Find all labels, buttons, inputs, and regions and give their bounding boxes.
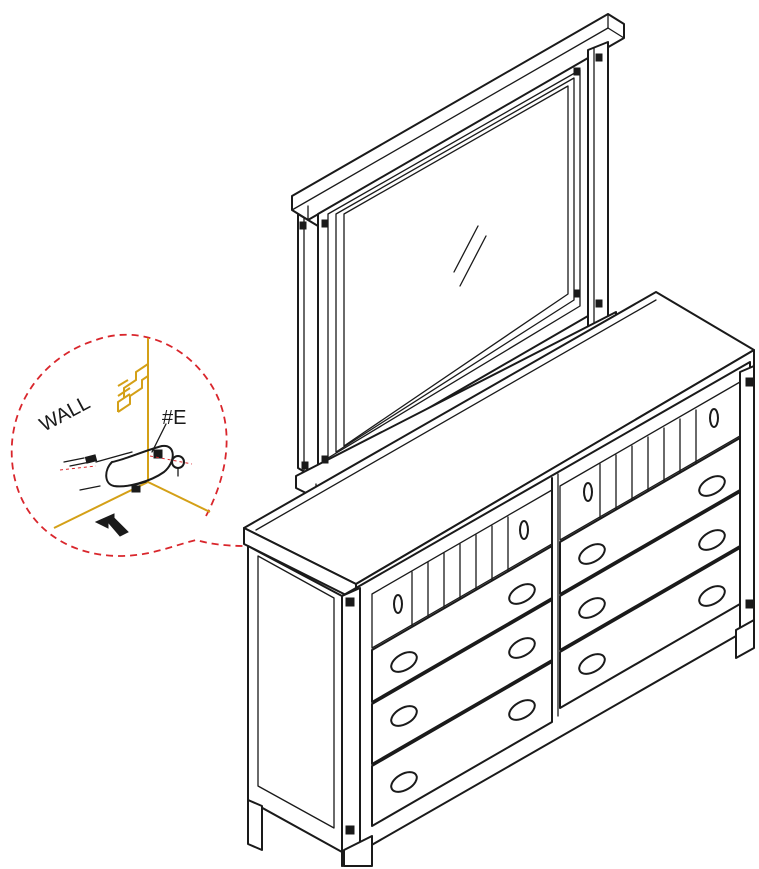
mirror-bolt [595, 53, 603, 62]
drawer-pull [390, 408, 726, 793]
mirror-bolt [321, 219, 329, 228]
screw-e [153, 449, 163, 459]
dresser-leg [735, 619, 755, 659]
push-direction-arrow-icon [94, 513, 129, 537]
wall-anchor-callout: WALL #E [10, 333, 247, 557]
drawer[interactable] [559, 491, 741, 651]
mirror-bolt [321, 455, 329, 464]
drawer[interactable] [371, 545, 553, 703]
mirror-bolt [595, 299, 603, 308]
mirror-left-post [297, 213, 319, 481]
dresser [243, 291, 755, 867]
drawer[interactable] [371, 599, 553, 765]
drawer[interactable] [559, 437, 741, 595]
mirror-bolt [301, 461, 309, 470]
mirror-frame [317, 57, 589, 473]
mirror-bolt [573, 289, 581, 298]
mirror-bolt [299, 221, 307, 230]
wall-brick-icon [117, 363, 149, 413]
part-e-label: #E [162, 407, 186, 429]
dresser-leg [247, 799, 263, 851]
dresser-leg [343, 835, 373, 867]
drawer[interactable] [371, 661, 553, 827]
mirror-right-post [587, 41, 609, 331]
drawer[interactable] [559, 547, 741, 709]
anchor-strap [59, 423, 193, 493]
wall-label: WALL [36, 392, 94, 437]
mirror-glass [343, 85, 569, 447]
callout-bubble [10, 333, 247, 557]
mirror-bolt [573, 67, 581, 76]
wall-guide-line [147, 481, 211, 513]
